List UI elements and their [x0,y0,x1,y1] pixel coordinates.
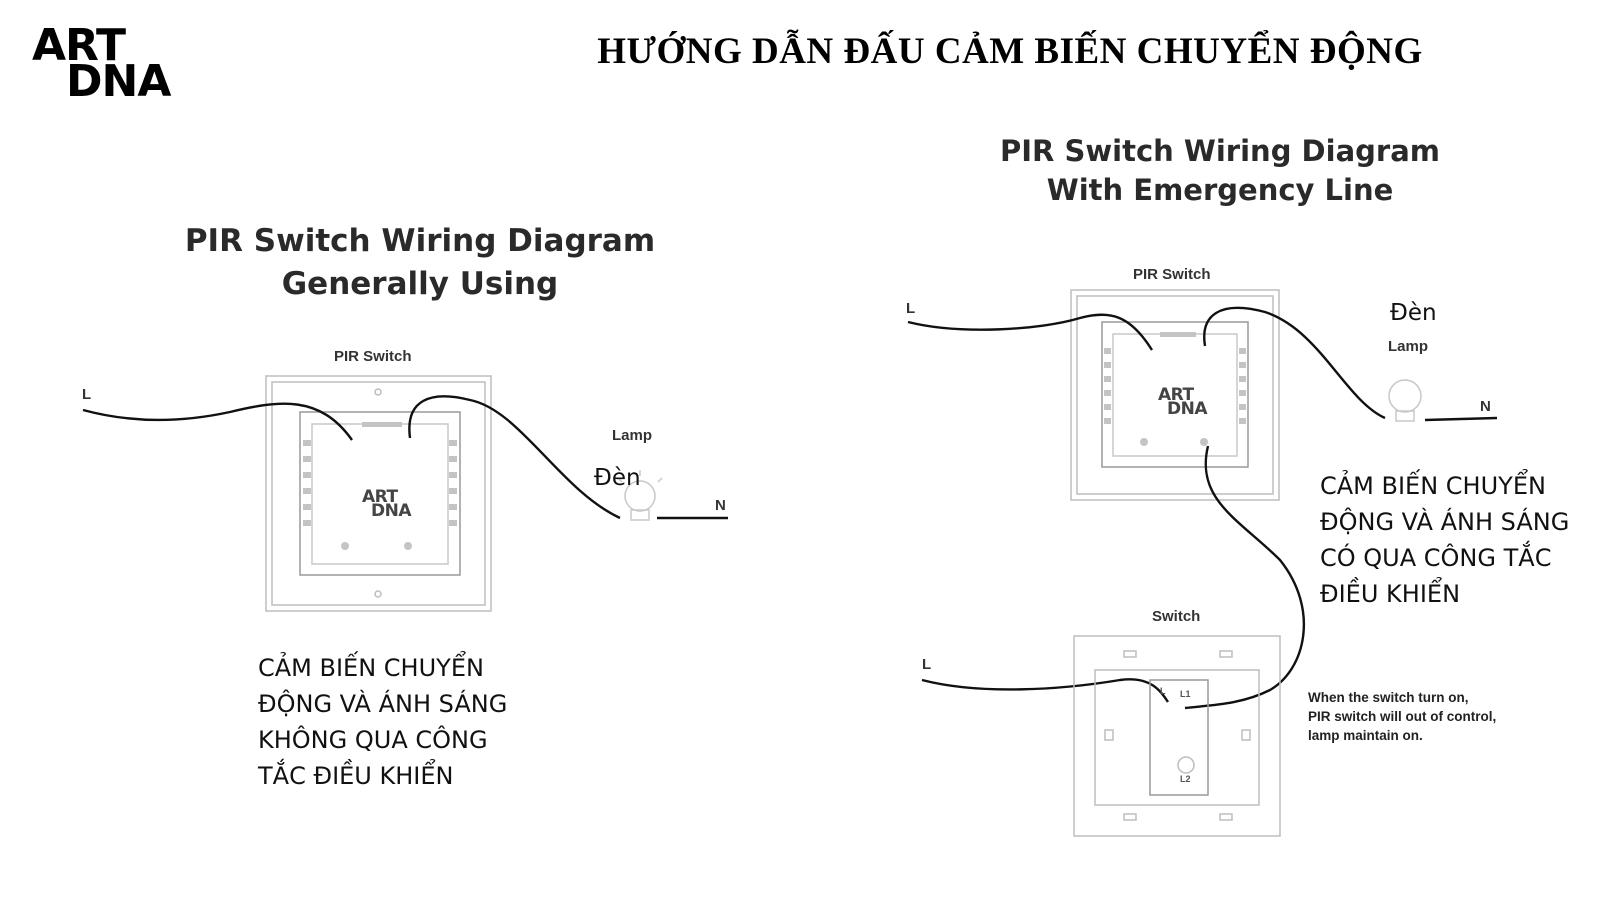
left-live-wire [82,402,353,441]
left-caption-line-1: CẢM BIẾN CHUYỂN [258,654,484,682]
right-load-wire [1203,306,1386,420]
right-caption-line-4: ĐIỀU KHIỂN [1320,580,1461,608]
right-diagram-title-line-1: PIR Switch Wiring Diagram [1000,134,1440,168]
left-lamp-icon [617,470,663,521]
right-caption: CẢM BIẾN CHUYỂN ĐỘNG VÀ ÁNH SÁNG CÓ QUA … [1320,468,1569,612]
right-note-line-1: When the switch turn on, [1308,690,1469,705]
left-pir-brand: ART DNA [362,487,412,521]
right-switch-label: Switch [1152,608,1201,625]
left-caption-line-2: ĐỘNG VÀ ÁNH SÁNG [258,690,508,718]
right-caption-line-2: ĐỘNG VÀ ÁNH SÁNG [1320,508,1570,536]
right-pir-brand-line-2: DNA [1167,399,1208,419]
switch-terminal-l2: L2 [1180,774,1191,784]
left-load-wire [408,395,621,520]
left-pir-terminals [303,422,457,550]
right-wall-switch-plate [1073,635,1281,837]
left-neutral-label: N [715,497,726,514]
left-live-label: L [82,386,92,403]
right-den-label: Đèn [1390,300,1437,326]
artdna-logo: ART DNA [32,20,172,108]
left-diagram-title-line-1: PIR Switch Wiring Diagram [184,223,656,259]
switch-terminal-l1: L1 [1180,689,1191,699]
page-title: HƯỚNG DẪN ĐẤU CẢM BIẾN CHUYỂN ĐỘNG [597,31,1423,72]
right-lamp-label: Lamp [1388,338,1429,355]
left-caption: CẢM BIẾN CHUYỂN ĐỘNG VÀ ÁNH SÁNG KHÔNG Q… [258,650,507,794]
left-pir-brand-line-2: DNA [371,501,412,521]
left-caption-line-4: TẮC ĐIỀU KHIỂN [258,762,454,790]
logo-line-1: ART [32,20,126,71]
right-pir-brand: ART DNA [1158,385,1208,419]
right-caption-line-1: CẢM BIẾN CHUYỂN [1320,472,1546,500]
right-switch-live-wire [921,678,1169,703]
right-pir-terminals [1104,332,1246,446]
switch-terminal-l: L [1160,686,1166,696]
right-neutral-wire [1424,416,1498,422]
left-pir-switch-label: PIR Switch [334,348,412,365]
right-live-wire [907,313,1154,351]
left-den-label: Đèn [594,465,641,491]
right-emergency-wire [1184,445,1305,710]
right-emergency-note: When the switch turn on, PIR switch will… [1308,688,1496,745]
right-note-line-2: PIR switch will out of control, [1308,709,1497,724]
right-pir-brand-line-1: ART [1158,385,1194,405]
left-pir-brand-line-1: ART [362,487,398,507]
left-caption-line-3: KHÔNG QUA CÔNG [258,726,488,754]
logo-line-2: DNA [66,56,171,107]
right-lamp-icon [1388,379,1422,422]
right-live-label: L [906,300,916,317]
right-diagram-title: PIR Switch Wiring Diagram With Emergency… [960,132,1480,210]
right-switch-live-label: L [922,656,932,673]
left-lamp-label: Lamp [612,427,653,444]
right-diagram-title-line-2: With Emergency Line [1046,173,1394,207]
left-diagram-title: PIR Switch Wiring Diagram Generally Usin… [140,220,700,306]
right-caption-line-3: CÓ QUA CÔNG TẮC [1320,544,1552,572]
right-note-line-3: lamp maintain on. [1308,728,1423,743]
right-neutral-label: N [1480,398,1491,415]
left-diagram-title-line-2: Generally Using [281,266,559,302]
right-pir-switch-label: PIR Switch [1133,266,1211,283]
